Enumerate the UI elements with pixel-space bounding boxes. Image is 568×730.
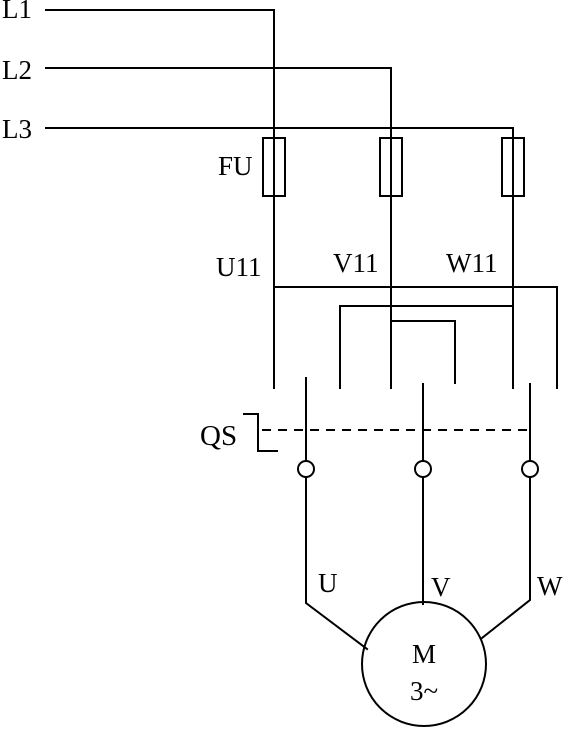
fuses: FU	[218, 137, 525, 197]
supply-lines: L1 L2 L3	[2, 0, 514, 144]
terminal-w	[521, 460, 539, 478]
bus-u11	[273, 286, 558, 389]
node-labels: U11 V11 W11	[216, 248, 497, 282]
label-w: W	[537, 571, 563, 601]
label-v11: V11	[333, 248, 379, 278]
label-l1: L1	[2, 0, 32, 24]
bus-v11	[390, 320, 456, 384]
label-l3: L3	[2, 114, 32, 144]
lead-w	[480, 476, 531, 640]
distribution-wiring	[273, 195, 558, 389]
label-v: V	[431, 572, 451, 602]
label-l2: L2	[2, 55, 32, 85]
label-u: U	[318, 568, 338, 598]
motor-leads: U V W	[305, 476, 563, 651]
label-u11: U11	[216, 252, 262, 282]
terminal-u	[297, 460, 315, 478]
terminal-v	[414, 460, 432, 478]
wire-l1	[45, 9, 275, 139]
motor-m: M 3~	[361, 601, 487, 727]
motor-symbol	[361, 601, 487, 727]
bus-w11	[339, 305, 514, 389]
lead-u	[305, 476, 369, 651]
switch-qs: QS	[200, 377, 539, 478]
switch-bracket	[243, 413, 278, 452]
wire-l2	[45, 67, 392, 139]
label-w11: W11	[446, 248, 497, 278]
motor-label: M	[412, 639, 436, 669]
motor-type: 3~	[410, 676, 438, 706]
label-fu: FU	[218, 151, 253, 181]
wire-l3	[45, 127, 514, 139]
label-qs: QS	[200, 420, 237, 452]
